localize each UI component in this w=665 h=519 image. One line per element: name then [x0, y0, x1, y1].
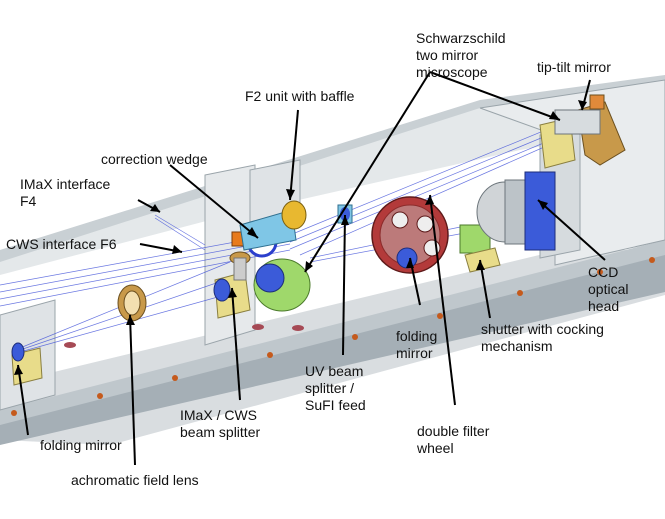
label-achromatic-field-lens: achromatic field lens [71, 472, 199, 489]
label-line: folding [396, 328, 438, 344]
leader-arrowheads [14, 100, 587, 375]
label-line: correction wedge [101, 151, 208, 167]
label-folding-mirror-center: folding mirror [396, 328, 437, 362]
label-schwarzschild-microscope: Schwarzschild two mirror microscope [416, 30, 505, 81]
label-line: F4 [20, 193, 37, 209]
achromatic-field-lens [117, 284, 147, 322]
label-shutter: shutter with cocking mechanism [481, 321, 604, 355]
f2-unit-with-baffle [239, 200, 307, 251]
ccd-optical-head [476, 171, 556, 251]
label-imax-interface-f4: IMaX interface F4 [20, 176, 110, 210]
label-double-filter-wheel: double filter wheel [417, 423, 489, 457]
label-line: beam splitter [180, 424, 261, 440]
label-folding-mirror-left: folding mirror [40, 437, 122, 454]
label-line: folding mirror [40, 437, 122, 453]
label-line: tip-tilt mirror [537, 59, 611, 75]
label-ccd-optical-head: CCD optical head [588, 264, 628, 315]
label-line: head [588, 298, 620, 314]
label-correction-wedge: correction wedge [101, 151, 208, 168]
label-line: UV beam [305, 363, 364, 379]
label-line: optical [588, 281, 629, 297]
label-line: mirror [396, 345, 433, 361]
label-line: SuFI feed [305, 397, 366, 413]
label-line: Schwarzschild [416, 30, 506, 46]
schwarzschild-microscope [539, 109, 601, 169]
label-line: F2 unit with baffle [245, 88, 355, 104]
shutter-assembly [459, 224, 501, 273]
label-tip-tilt-mirror: tip-tilt mirror [537, 59, 611, 76]
label-cws-interface-f6: CWS interface F6 [6, 236, 116, 253]
bench-back-wall [0, 80, 665, 275]
label-line: mechanism [481, 338, 553, 354]
bench-bolts [11, 257, 655, 416]
label-f2-unit: F2 unit with baffle [245, 88, 354, 105]
label-line: achromatic field lens [71, 472, 199, 488]
label-line: IMaX / CWS [180, 407, 258, 423]
label-line: CCD [588, 264, 619, 280]
label-line: wheel [417, 440, 454, 456]
label-line: shutter with cocking [481, 321, 604, 337]
label-imax-cws-beam-splitter: IMaX / CWS beam splitter [180, 407, 260, 441]
label-line: splitter / [305, 380, 355, 396]
label-line: double filter [417, 423, 490, 439]
label-line: microscope [416, 64, 488, 80]
bench-front-rail-shadow [0, 255, 665, 445]
label-line: CWS interface F6 [6, 236, 117, 252]
label-line: two mirror [416, 47, 479, 63]
label-line: IMaX interface [20, 176, 111, 192]
label-uv-beam-splitter: UV beam splitter / SuFI feed [305, 363, 366, 414]
double-filter-wheel [371, 196, 449, 274]
bench-holes [64, 324, 304, 348]
